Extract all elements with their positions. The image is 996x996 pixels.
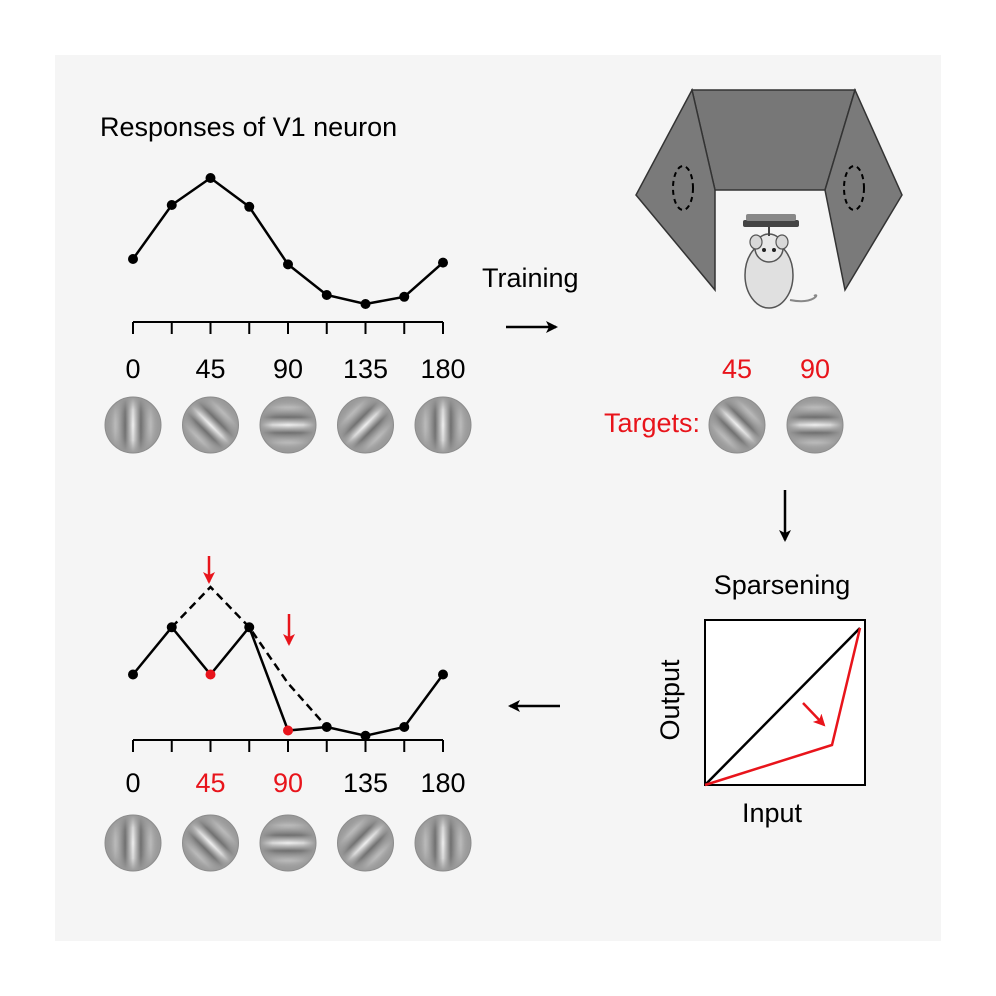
bottom-tick-label: 0 [125, 768, 140, 798]
after-response-point [399, 722, 409, 732]
after-response-point [128, 670, 138, 680]
top-response-point [399, 292, 409, 302]
top-grating-row [105, 385, 471, 464]
top-response-point [438, 258, 448, 268]
bottom-tick-label: 90 [273, 768, 303, 798]
bottom-x-axis [133, 740, 443, 752]
after-response-point [244, 622, 254, 632]
target-grating-row [697, 385, 843, 464]
top-tick-label: 0 [125, 354, 140, 384]
top-response-point [128, 254, 138, 264]
grating-icon [171, 385, 250, 464]
grating-icon [105, 397, 161, 453]
grating-icon [415, 815, 471, 871]
top-x-axis [133, 322, 443, 334]
target-value: 90 [800, 354, 830, 384]
after-response-point [322, 722, 332, 732]
grating-icon [105, 815, 161, 871]
training-apparatus [636, 90, 902, 308]
top-response-point [361, 299, 371, 309]
grating-icon [171, 803, 250, 882]
suppressed-response-point [206, 670, 216, 680]
top-response-line [133, 178, 443, 304]
grating-icon [326, 803, 405, 882]
bottom-tick-label: 180 [420, 768, 465, 798]
bottom-response-plot [128, 587, 448, 741]
bottom-grating-row [105, 803, 471, 882]
top-response-plot [128, 173, 448, 309]
grating-icon [415, 397, 471, 453]
target-grating-icon [697, 385, 776, 464]
grating-icon [260, 397, 316, 453]
target-grating-icon [787, 397, 843, 453]
sparsening-xlabel: Input [742, 798, 803, 828]
sparsening-title: Sparsening [714, 570, 851, 600]
top-tick-labels: 0 45 90 135 180 [125, 354, 465, 384]
suppressed-response-point [283, 726, 293, 736]
target-values: 45 90 [722, 354, 830, 384]
top-tick-label: 180 [420, 354, 465, 384]
mouse-icon [743, 214, 816, 308]
sparsening-ylabel: Output [655, 659, 685, 741]
target-value: 45 [722, 354, 752, 384]
grating-icon [326, 385, 405, 464]
after-response-point [438, 670, 448, 680]
top-response-point [206, 173, 216, 183]
top-plot-title: Responses of V1 neuron [100, 112, 397, 142]
top-response-point [167, 200, 177, 210]
top-tick-label: 135 [343, 354, 388, 384]
top-response-point [322, 290, 332, 300]
training-label: Training [482, 263, 579, 293]
bottom-tick-label: 135 [343, 768, 388, 798]
bottom-tick-labels: 0 45 90 135 180 [125, 768, 465, 798]
top-response-point [283, 259, 293, 269]
bottom-tick-label: 45 [195, 768, 225, 798]
after-response-point [167, 622, 177, 632]
targets-label: Targets: [604, 408, 700, 438]
top-response-point [244, 202, 254, 212]
grating-icon [260, 815, 316, 871]
top-tick-label: 90 [273, 354, 303, 384]
top-tick-label: 45 [195, 354, 225, 384]
